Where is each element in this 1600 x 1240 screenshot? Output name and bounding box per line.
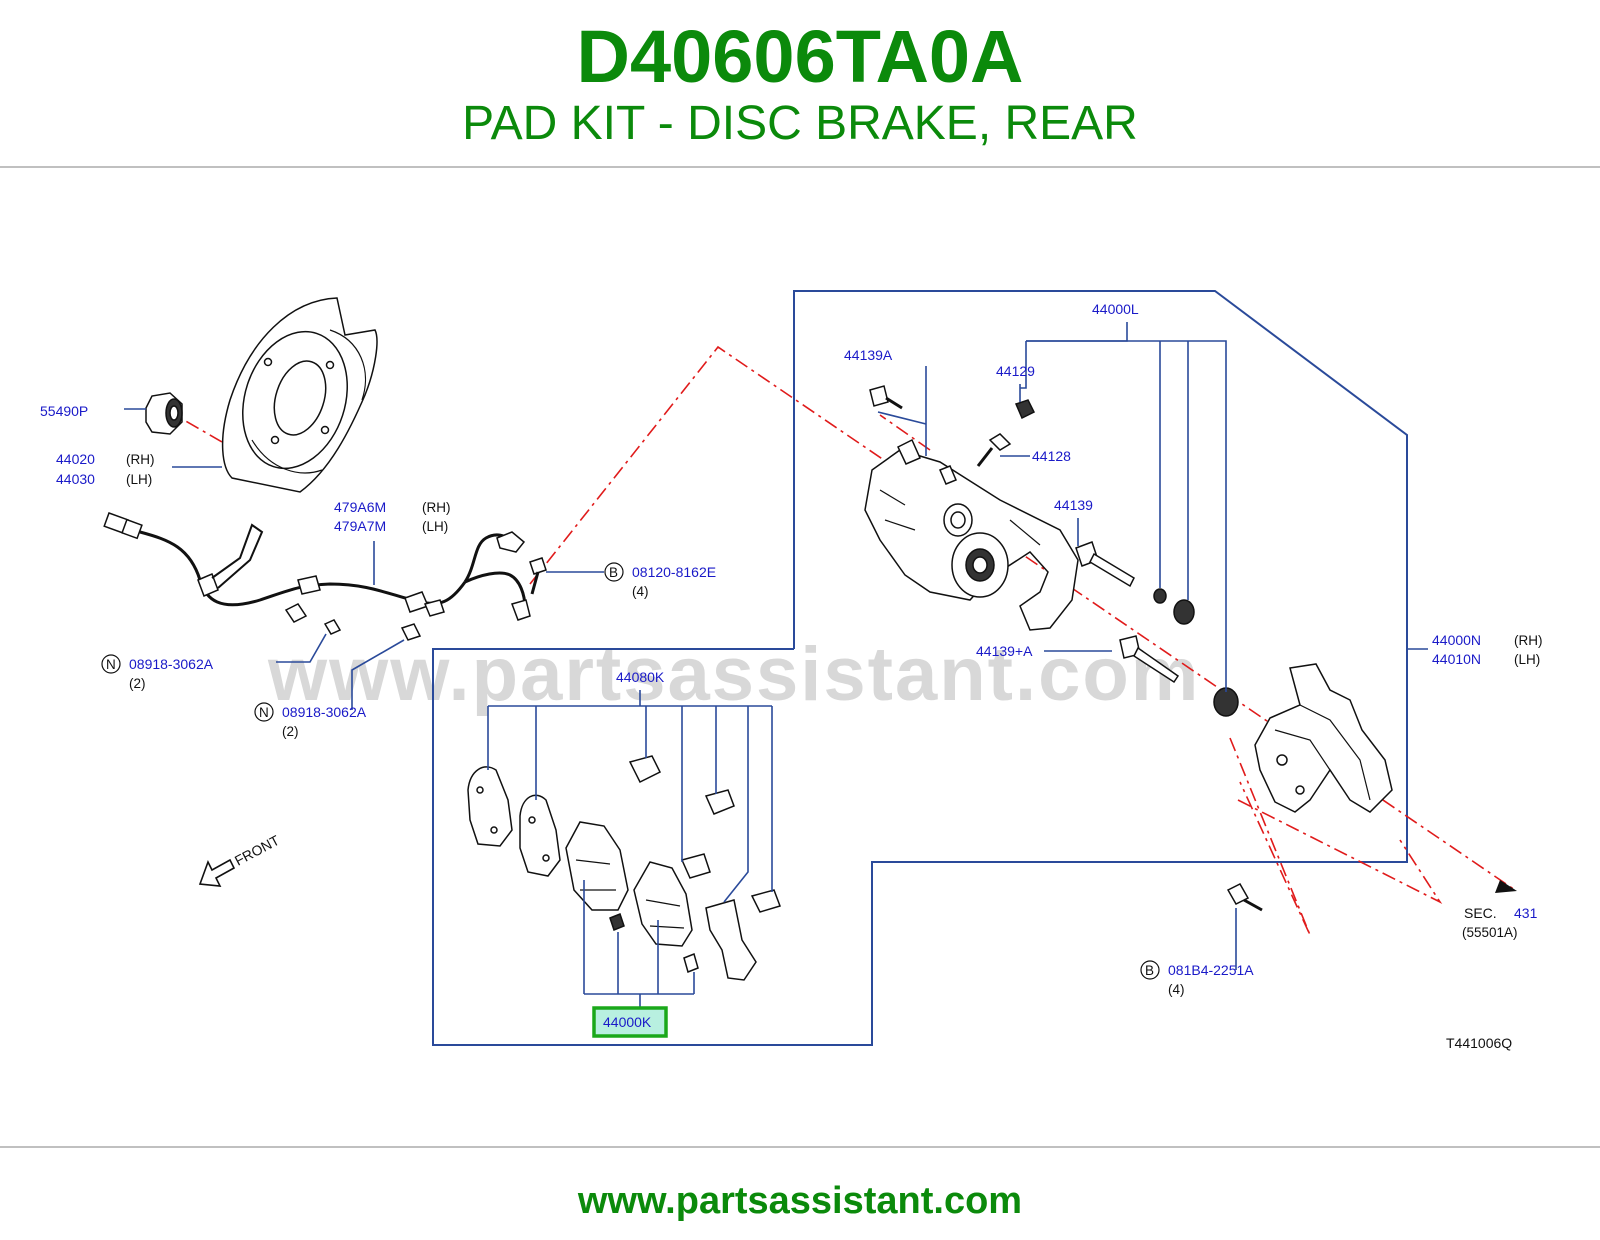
callout-479a6m: 479A6M — [334, 499, 386, 515]
hub-bearing-drawing — [145, 392, 183, 435]
diagram-code: T441006Q — [1446, 1035, 1512, 1051]
callout-44080k: 44080K — [616, 669, 665, 685]
callout-44000n: 44000N — [1432, 632, 1481, 648]
callout-44139: 44139 — [1054, 497, 1093, 513]
header-divider — [0, 166, 1600, 168]
callout-44010n: 44010N — [1432, 651, 1481, 667]
footer-website[interactable]: www.partsassistant.com — [577, 1180, 1023, 1222]
callout-08918-a-qty: (2) — [129, 676, 146, 691]
guide-pin-44139pa-drawing — [1119, 635, 1239, 717]
callout-08120-qty: (4) — [632, 584, 649, 599]
leader-lines — [124, 322, 1428, 1010]
sec-prefix: SEC. — [1464, 905, 1497, 921]
marker-n-08918-b-letter: N — [259, 705, 269, 720]
dust-shield-drawing — [221, 297, 378, 493]
caliper-bracket-drawing — [1254, 663, 1393, 813]
abs-sensor-harness-drawing — [103, 512, 531, 641]
callout-44129: 44129 — [996, 363, 1035, 379]
callout-479a7m: 479A7M — [334, 518, 386, 534]
caliper-assembly-box — [432, 290, 1408, 1046]
pad-kit-drawing — [467, 755, 781, 981]
mounting-axis-line — [529, 345, 1516, 891]
callout-44000l: 44000L — [1092, 301, 1139, 317]
callout-44139a: 44139A — [844, 347, 893, 363]
marker-n-08918-a-letter: N — [106, 657, 116, 672]
callout-08120-8162e: 08120-8162E — [632, 564, 716, 580]
guide-pin-44139-drawing — [1075, 541, 1195, 625]
marker-n-08918-b — [254, 702, 274, 722]
marker-b-08120 — [604, 562, 624, 582]
callout-44030: 44030 — [56, 471, 95, 487]
bracket-bolt-drawing — [1226, 883, 1263, 912]
caliper-bolt-44139a-drawing — [869, 385, 903, 410]
callout-44000n-side: (RH) — [1514, 633, 1543, 648]
caliper-drawing — [864, 438, 1079, 631]
callout-479a7m-side: (LH) — [422, 519, 448, 534]
sec-arrow-head — [1495, 880, 1517, 893]
callout-479a6m-side: (RH) — [422, 500, 451, 515]
callout-44030-side: (LH) — [126, 472, 152, 487]
callout-08918-3062a-b: 08918-3062A — [282, 704, 367, 720]
callout-081b4-2251a: 081B4-2251A — [1168, 962, 1254, 978]
marker-b-081b4-letter: B — [1145, 963, 1154, 978]
bracket-axis-line — [1229, 737, 1311, 936]
part-number-title: D40606TA0A — [576, 15, 1024, 98]
sec-number-link[interactable]: 431 — [1514, 905, 1538, 921]
caliper-axis-line — [879, 414, 931, 451]
part-description: PAD KIT - DISC BRAKE, REAR — [462, 97, 1138, 150]
marker-b-081b4 — [1140, 960, 1160, 980]
front-arrow: FRONT — [198, 832, 282, 887]
footer-divider — [0, 1146, 1600, 1148]
sensor-bolt-drawing — [529, 557, 547, 595]
marker-b-08120-letter: B — [609, 565, 618, 580]
callout-08918-b-qty: (2) — [282, 724, 299, 739]
callout-44020: 44020 — [56, 451, 95, 467]
callout-44020-side: (RH) — [126, 452, 155, 467]
callout-44128: 44128 — [1032, 448, 1071, 464]
bleeder-drawing — [976, 399, 1036, 467]
callout-44000k-highlight[interactable] — [592, 1006, 668, 1038]
callout-44000k[interactable]: 44000K — [603, 1014, 652, 1030]
marker-n-08918-a — [101, 654, 121, 674]
callout-44139-plus-a: 44139+A — [976, 643, 1033, 659]
bolt-axis-line — [1237, 799, 1443, 905]
callout-55490p: 55490P — [40, 403, 88, 419]
callout-08918-3062a-a: 08918-3062A — [129, 656, 214, 672]
callout-081b4-qty: (4) — [1168, 982, 1185, 997]
callout-44010n-side: (LH) — [1514, 652, 1540, 667]
watermark-text: www.partsassistant.com — [267, 632, 1200, 717]
sec-reference: (55501A) — [1462, 925, 1518, 940]
front-label: FRONT — [232, 832, 282, 869]
